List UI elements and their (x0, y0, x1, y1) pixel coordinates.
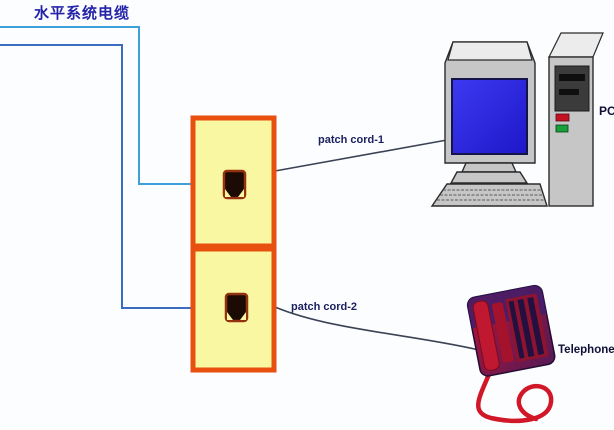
patch-cord-2-line (274, 306, 480, 351)
horizontal-cable-label: 水平系统电缆 (34, 5, 131, 22)
monitor-top-face (447, 41, 533, 61)
telephone-icon (466, 284, 556, 423)
tower-top-face (548, 32, 604, 58)
horizontal-cable-line-1 (0, 26, 196, 185)
drive-slot-2 (559, 89, 579, 95)
patch-cord-1-label: patch cord-1 (318, 134, 385, 146)
phone-cord (476, 364, 554, 423)
horizontal-cable-line-2 (0, 44, 196, 309)
telephone-label: Telephone (558, 344, 614, 356)
pc-label: PC (599, 104, 614, 118)
patch-cord-1-line (274, 139, 448, 172)
wall-outlet-1 (190, 115, 277, 249)
keyboard-keys (437, 189, 545, 201)
drive-bay-panel (554, 65, 590, 112)
keypad-column (517, 298, 535, 357)
drive-slot-1 (559, 74, 585, 81)
monitor-neck (460, 162, 518, 173)
patch-cord-2-label: patch cord-2 (291, 301, 358, 313)
keypad-column (527, 296, 545, 356)
keypad-column (508, 300, 525, 359)
power-led-green (555, 124, 569, 133)
power-button-red (555, 113, 570, 122)
wall-outlet-2 (190, 246, 277, 373)
phone-handset (472, 300, 500, 371)
rj45-jack-1-icon (222, 169, 247, 200)
phone-cradle-bar (492, 302, 514, 363)
desktop-pc-icon (430, 32, 604, 207)
monitor-base (449, 171, 529, 184)
rj45-jack-2-icon (224, 292, 249, 323)
monitor-screen (451, 78, 528, 155)
